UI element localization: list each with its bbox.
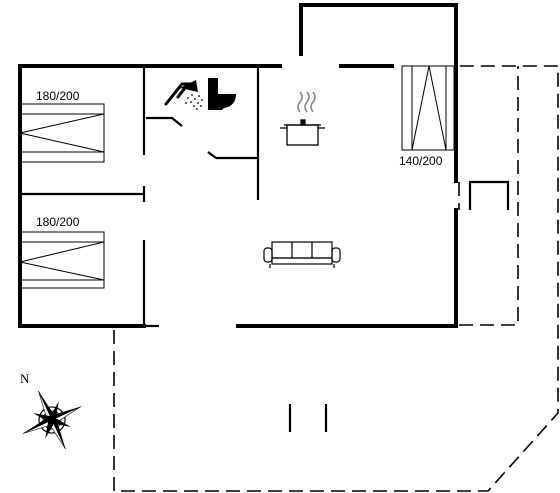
compass-rose-icon (22, 390, 82, 450)
double-bed-1 (19, 103, 105, 163)
exterior-walls (18, 3, 458, 328)
bed-1-size-label: 180/200 (36, 89, 80, 103)
toilet-icon (208, 78, 236, 110)
cooking-pot-icon (280, 91, 325, 146)
shower-icon (164, 80, 203, 110)
alcove-bed-size-label: 140/200 (399, 154, 443, 168)
north-label: N (20, 371, 30, 386)
sofa-icon (263, 241, 341, 268)
interior-walls (20, 66, 510, 432)
terrace-outline (113, 65, 559, 492)
bed-2-size-label: 180/200 (36, 215, 80, 229)
double-bed-2 (19, 231, 105, 289)
alcove-bed (401, 65, 455, 151)
